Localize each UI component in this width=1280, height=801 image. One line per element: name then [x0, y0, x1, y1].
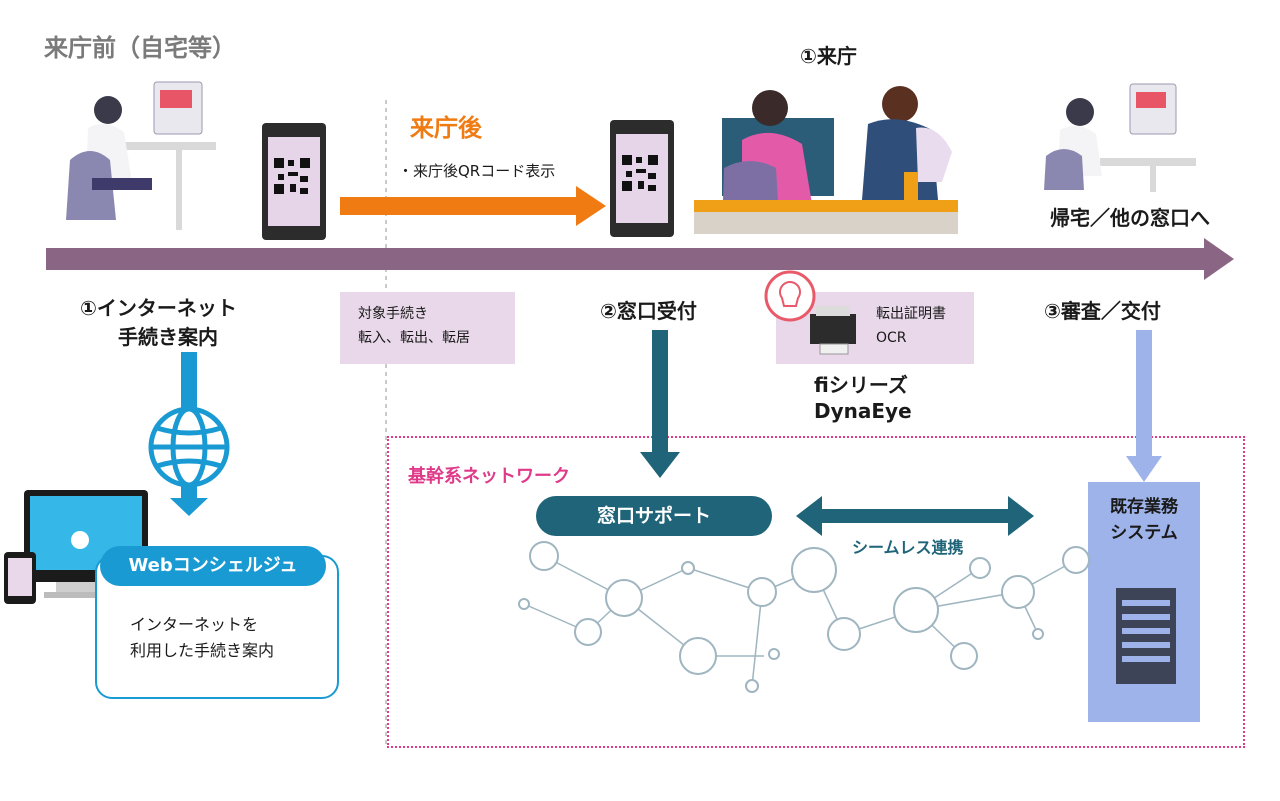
server-icon: [1116, 588, 1176, 684]
before-visit-title: 来庁前（自宅等）: [44, 34, 236, 62]
qr-phone-1-icon: [262, 123, 326, 240]
concierge-desc: インターネットを 利用した手続き案内: [130, 612, 274, 664]
step1-visit-label: ①来庁: [800, 44, 857, 68]
existing-line1: 既存業務: [1110, 497, 1178, 517]
concierge-button[interactable]: Webコンシェルジュ: [100, 546, 326, 586]
lightbulb-icon: [764, 270, 816, 322]
targets-line2: 転入、転出、転居: [358, 330, 470, 346]
counter-illustration: [694, 86, 958, 234]
orange-arrow: [340, 186, 606, 226]
after-visit-note: ・来庁後QRコード表示: [398, 162, 556, 180]
down-arrow-internet: [170, 352, 208, 516]
globe-icon: [148, 406, 230, 488]
product-name: fiシリーズ DynaEye: [814, 372, 912, 424]
home-user-illustration: [66, 81, 216, 230]
qr-phone-2-icon: [610, 120, 674, 237]
step-internet-line1: ①インターネット: [80, 296, 237, 320]
product-line2: DynaEye: [814, 399, 912, 423]
down-arrow-counter: [640, 330, 680, 478]
network-title: 基幹系ネットワーク: [408, 466, 570, 487]
return-user-illustration: [1044, 83, 1196, 192]
network-node-icons: [518, 541, 1090, 693]
targets-line1: 対象手続き: [358, 306, 428, 322]
existing-line2: システム: [1110, 523, 1178, 543]
step-internet-label: ①インターネット 手続き案内: [80, 292, 300, 350]
home-return-label: 帰宅／他の窓口へ: [1050, 206, 1210, 230]
step-internet-line2: 手続き案内: [118, 325, 218, 349]
window-support-button[interactable]: 窓口サポート: [536, 496, 772, 536]
concierge-desc1: インターネットを: [130, 615, 259, 634]
scanner-icon: [810, 306, 856, 355]
seamless-arrow: [796, 496, 1034, 536]
seamless-label: シームレス連携: [852, 538, 964, 557]
existing-system-label: 既存業務 システム: [1092, 494, 1196, 546]
after-visit-title: 来庁後: [410, 114, 482, 142]
timeline-arrow: [46, 238, 1234, 280]
step3-label: ③審査／交付: [1044, 299, 1161, 323]
concierge-desc2: 利用した手続き案内: [130, 641, 275, 660]
targets-box: 対象手続き 転入、転出、転居: [340, 292, 515, 364]
product-line1: fiシリーズ: [814, 373, 908, 397]
step2-label: ②窓口受付: [600, 299, 697, 323]
down-arrow-review: [1126, 330, 1162, 482]
